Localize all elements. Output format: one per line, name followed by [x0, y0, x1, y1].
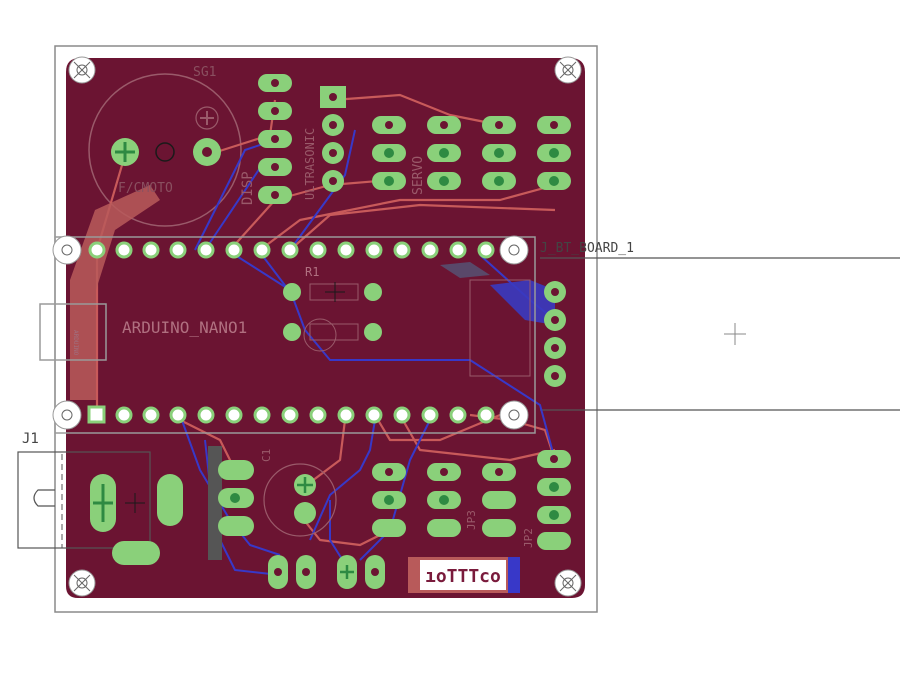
- buzzer-plus-mark: [195, 106, 219, 130]
- bt-copper-fill-2: [440, 262, 490, 278]
- label-fcmoto: F/CMOTO: [118, 181, 173, 196]
- nano-mounting-holes: [52, 235, 529, 430]
- label-j1: J1: [22, 431, 39, 447]
- label-ultrasonic: ULTRASONIC: [303, 128, 317, 200]
- regulator-pads: [218, 460, 254, 536]
- label-jp2: JP2: [522, 528, 535, 548]
- logo-text: ıoTTTco: [425, 566, 501, 587]
- capacitor-c1-outline: [263, 463, 337, 537]
- bt-connector-outline: [469, 279, 531, 377]
- label-jp3: JP3: [465, 510, 478, 530]
- label-disp: DISP: [240, 171, 256, 205]
- crosshair-marker: [724, 323, 746, 345]
- buzzer-outline: [88, 73, 242, 227]
- label-c1: C1: [260, 449, 273, 462]
- label-bt-board: J_BT_BOARD_1: [540, 241, 634, 256]
- copper-pour: [66, 58, 585, 598]
- svg-text:ARDUINO: ARDUINO: [72, 330, 79, 356]
- power-trace: [70, 185, 160, 400]
- r1-pads: [283, 283, 382, 341]
- arduino-top-pin-row: [88, 241, 495, 259]
- bt-copper-fill: [490, 280, 555, 325]
- mounting-hole-marks: [73, 61, 577, 592]
- label-arduino-nano1: ARDUINO_NANO1: [122, 318, 247, 337]
- arduino-bottom-pin-row: [87, 405, 495, 424]
- label-r1: R1: [305, 265, 319, 279]
- usb-connector-outline: [39, 303, 107, 361]
- label-servo: SERVO: [411, 156, 426, 195]
- arduino-nano-outline: [54, 236, 536, 434]
- label-sg1: SG1: [193, 65, 216, 80]
